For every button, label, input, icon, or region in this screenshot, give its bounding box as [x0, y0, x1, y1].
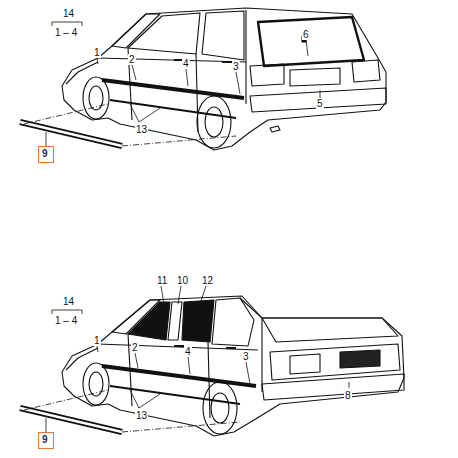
leader-lines: [46, 22, 320, 146]
callout-number: 4: [184, 346, 192, 357]
leader-lines: [24, 390, 240, 432]
leader-lines: [46, 286, 349, 432]
callout-number: 8: [344, 390, 352, 401]
hatchback-car: [62, 8, 386, 150]
callout-number: 5: [316, 98, 324, 109]
callout-number: 10: [176, 275, 189, 286]
callout-number: 12: [201, 275, 214, 286]
callout-number: 14: [62, 296, 75, 307]
callout-number: 2: [128, 54, 136, 65]
highlight-box: 9: [38, 432, 54, 449]
sedan-car: [62, 296, 404, 436]
part-number: 9: [42, 148, 50, 159]
callout-number: 6: [302, 29, 310, 40]
callout-number: 1: [93, 335, 101, 346]
strip-part: [20, 408, 122, 432]
callout-number: 4: [182, 58, 190, 69]
callout-number: 3: [232, 61, 240, 72]
leader-lines: [24, 104, 236, 146]
callout-number: 2: [131, 342, 139, 353]
callout-number: 13: [135, 124, 148, 135]
callout-number: 14: [62, 8, 75, 19]
callout-number: 3: [242, 351, 250, 362]
callout-number: 11: [156, 275, 168, 286]
callout-number: 1: [93, 47, 101, 58]
callout-number: 1 – 4: [54, 27, 78, 38]
part-number: 9: [42, 434, 50, 445]
callout-number: 1 – 4: [54, 315, 78, 326]
highlight-box: 9: [38, 146, 54, 163]
callout-number: 13: [135, 410, 148, 421]
strip-part: [20, 122, 122, 146]
